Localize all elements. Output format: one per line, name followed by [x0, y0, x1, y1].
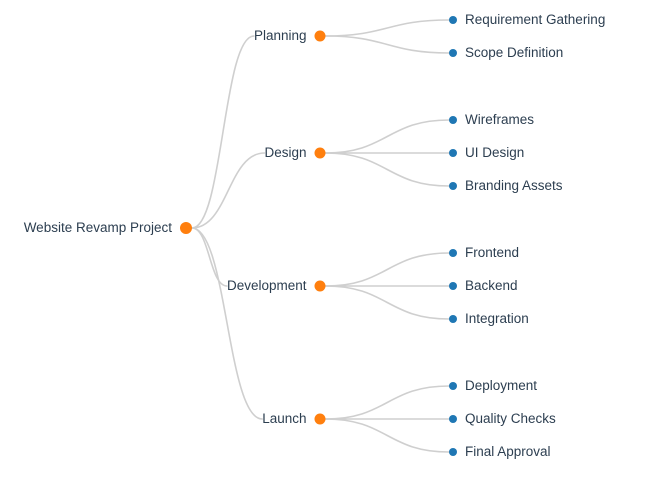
- leaf-node-quality-checks[interactable]: [449, 415, 457, 423]
- branch-label-design: Design: [264, 145, 306, 160]
- leaf-node-ui-design[interactable]: [449, 149, 457, 157]
- leaf-node-frontend[interactable]: [449, 249, 457, 257]
- branch-node-development[interactable]: [314, 280, 326, 292]
- leaf-node-backend[interactable]: [449, 282, 457, 290]
- branch-node-design[interactable]: [314, 147, 326, 159]
- link-development-to-integration: [324, 285, 450, 320]
- leaf-label-quality-checks: Quality Checks: [465, 411, 556, 426]
- leaf-label-final-approval: Final Approval: [465, 444, 551, 459]
- link-root-to-planning: [191, 35, 255, 229]
- link-root-to-development: [191, 227, 228, 287]
- leaf-label-deployment: Deployment: [465, 378, 537, 393]
- leaf-node-branding-assets[interactable]: [449, 182, 457, 190]
- link-design-to-wireframes: [324, 119, 450, 154]
- link-launch-to-deployment: [324, 385, 450, 420]
- leaf-node-scope-definition[interactable]: [449, 49, 457, 57]
- leaf-label-requirement-gathering: Requirement Gathering: [465, 12, 605, 27]
- leaf-label-wireframes: Wireframes: [465, 112, 534, 127]
- leaf-label-scope-definition: Scope Definition: [465, 45, 563, 60]
- leaf-node-requirement-gathering[interactable]: [449, 16, 457, 24]
- leaf-label-backend: Backend: [465, 278, 518, 293]
- link-planning-to-requirement-gathering: [324, 19, 450, 37]
- link-root-to-design: [191, 152, 266, 229]
- link-launch-to-final-approval: [324, 418, 450, 453]
- link-planning-to-scope-definition: [324, 35, 450, 54]
- branch-node-planning[interactable]: [314, 30, 326, 42]
- root-node[interactable]: [180, 222, 192, 234]
- leaf-label-frontend: Frontend: [465, 245, 519, 260]
- root-node-label: Website Revamp Project: [24, 220, 173, 235]
- link-design-to-branding-assets: [324, 152, 450, 187]
- branch-label-development: Development: [227, 278, 307, 293]
- leaf-label-integration: Integration: [465, 311, 529, 326]
- node-group: Website Revamp Project Planning Requiremen…: [24, 12, 606, 459]
- branch-label-launch: Launch: [262, 411, 306, 426]
- branch-node-launch[interactable]: [314, 413, 326, 425]
- leaf-node-wireframes[interactable]: [449, 116, 457, 124]
- leaf-label-branding-assets: Branding Assets: [465, 178, 563, 193]
- leaf-node-integration[interactable]: [449, 315, 457, 323]
- link-development-to-frontend: [324, 252, 450, 287]
- branch-label-planning: Planning: [254, 28, 307, 43]
- link-root-to-launch: [191, 227, 264, 420]
- leaf-label-ui-design: UI Design: [465, 145, 524, 160]
- leaf-node-final-approval[interactable]: [449, 448, 457, 456]
- link-group: [191, 19, 450, 453]
- leaf-node-deployment[interactable]: [449, 382, 457, 390]
